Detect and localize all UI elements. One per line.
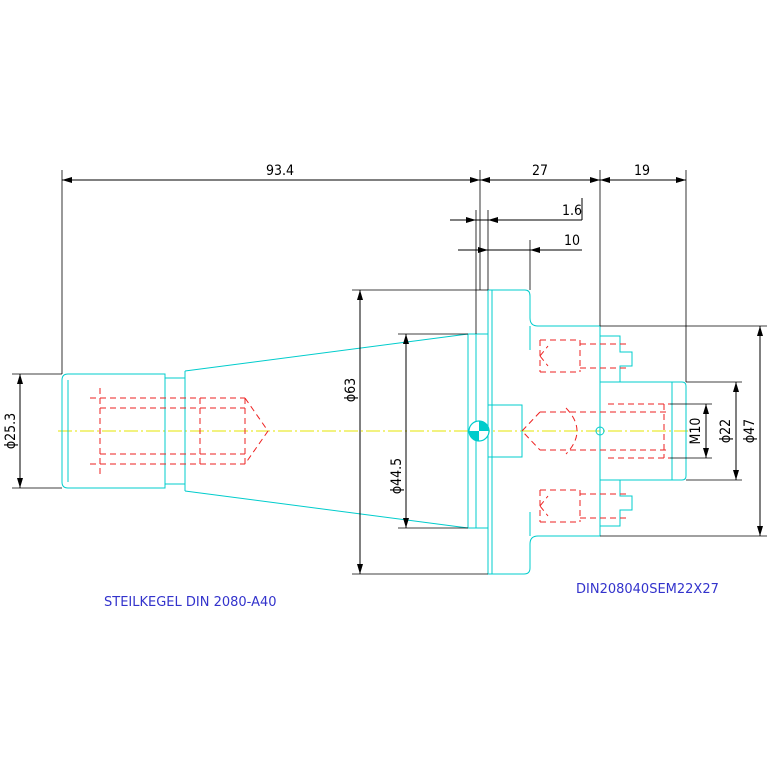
part-outline	[61, 289, 687, 575]
dim-shank-diameter: ϕ22	[718, 419, 734, 443]
dim-gap-depth: 10	[564, 233, 580, 249]
dim-shank-length: 19	[634, 163, 650, 179]
dim-gap-small: 1.6	[562, 203, 582, 219]
dim-overall-length: 93.4	[266, 163, 294, 179]
dimension-lines	[12, 170, 767, 575]
dim-taper-end-diameter: ϕ25.3	[3, 413, 19, 449]
dim-flange-diameter: ϕ63	[343, 378, 359, 402]
hidden-lines	[90, 339, 670, 523]
center-mark-icon	[468, 420, 490, 442]
dim-flange-width: 27	[532, 163, 548, 179]
dim-gauge-diameter: ϕ44.5	[389, 458, 405, 494]
part-code: DIN208040SEM22X27	[576, 582, 719, 597]
dim-collar-diameter: ϕ47	[742, 419, 758, 443]
dim-thread: M10	[688, 418, 704, 445]
taper-title: STEILKEGEL DIN 2080-A40	[104, 595, 277, 610]
